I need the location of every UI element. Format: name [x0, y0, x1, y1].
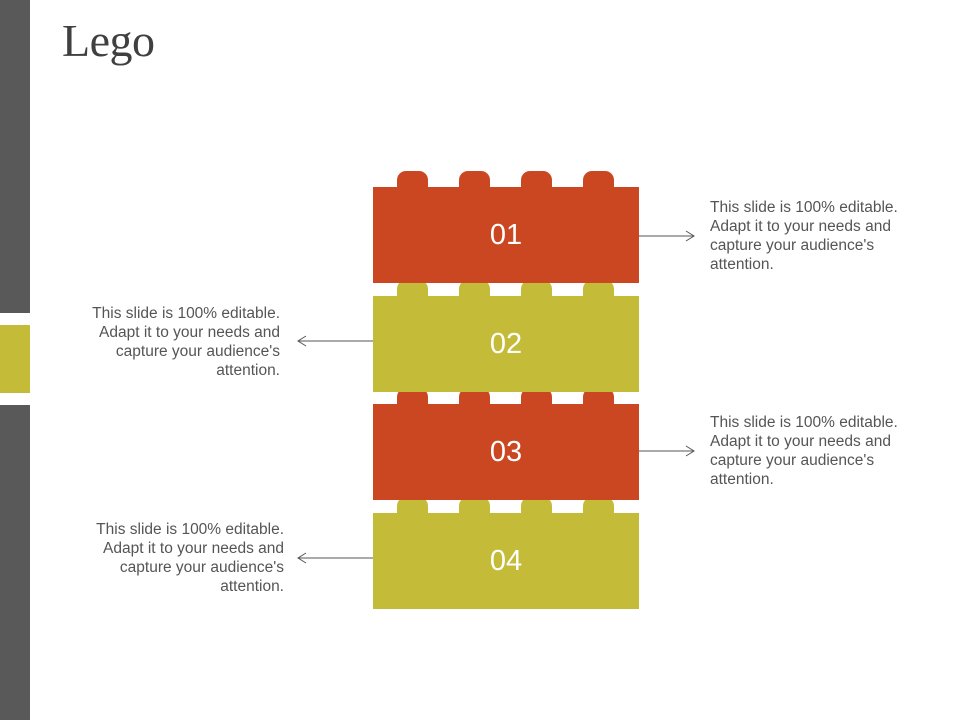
step-number: 04 — [489, 544, 523, 577]
step-01-description: This slide is 100% editable. Adapt it to… — [710, 199, 898, 273]
slide-title: Lego — [62, 15, 155, 66]
side-accent — [0, 325, 30, 393]
step-number: 02 — [489, 327, 523, 360]
brick-body: 02 — [373, 296, 639, 392]
lego-brick-02: 02 — [373, 280, 639, 392]
arrow-right-03 — [639, 445, 695, 457]
step-number: 01 — [489, 218, 523, 251]
arrow-right-01 — [639, 230, 695, 242]
step-02-description: This slide is 100% editable. Adapt it to… — [92, 305, 280, 379]
lego-brick-01: 01 — [373, 171, 639, 283]
brick-body: 03 — [373, 404, 639, 500]
lego-brick-03: 03 — [373, 388, 639, 500]
step-03-description: This slide is 100% editable. Adapt it to… — [710, 414, 898, 488]
arrow-left-04 — [297, 552, 373, 564]
lego-brick-04: 04 — [373, 497, 639, 609]
brick-body: 04 — [373, 513, 639, 609]
step-number: 03 — [489, 435, 523, 468]
brick-body: 01 — [373, 187, 639, 283]
arrow-left-02 — [297, 335, 373, 347]
step-04-description: This slide is 100% editable. Adapt it to… — [96, 521, 284, 595]
